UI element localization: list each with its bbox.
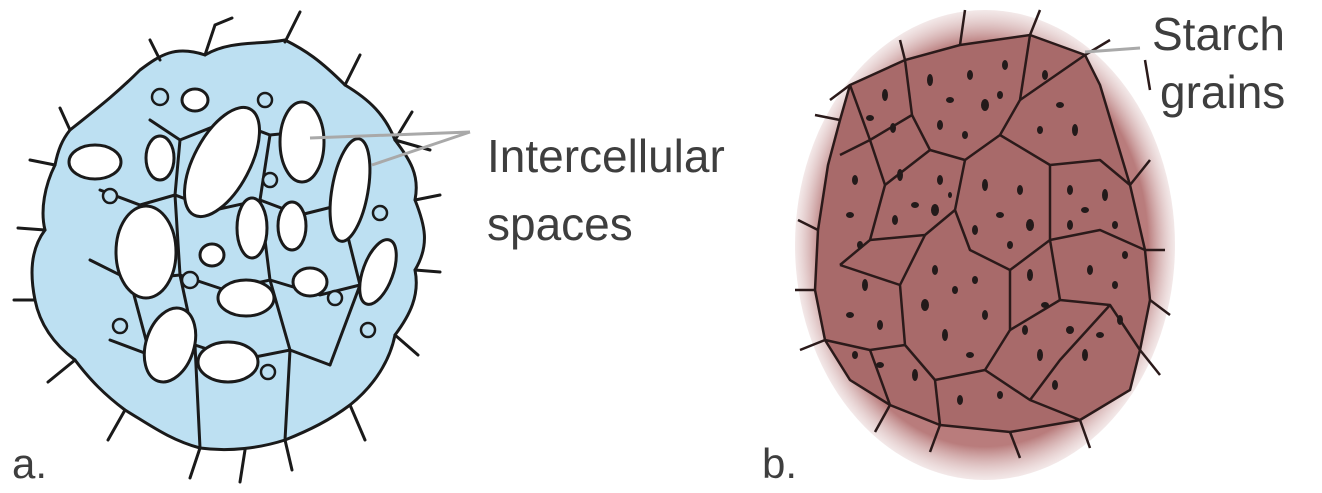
panel-b-letter: b.: [762, 440, 797, 487]
intercellular-label-line1: Intercellular: [487, 130, 725, 182]
starch-label-line2: grains: [1160, 66, 1285, 118]
parenchyma-tissue: [32, 40, 424, 450]
panel-a-letter: a.: [12, 440, 47, 487]
intercellular-label-line2: spaces: [487, 198, 633, 250]
starch-tissue: [815, 35, 1150, 432]
starch-label-line1: Starch: [1152, 8, 1285, 60]
panel-a-diagram: [14, 12, 440, 482]
panel-b-diagram: [795, 10, 1175, 480]
